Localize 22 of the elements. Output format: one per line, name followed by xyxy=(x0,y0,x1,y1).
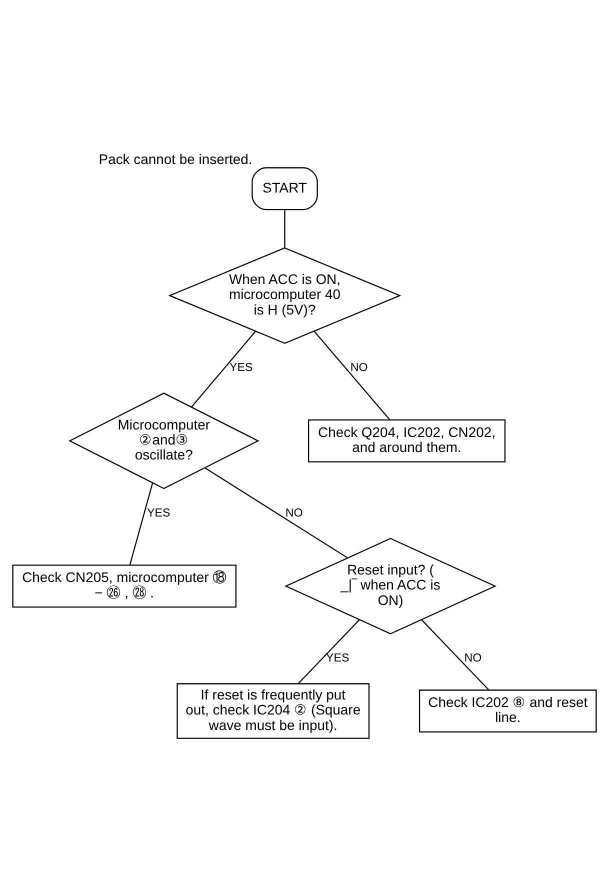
edge-label: YES xyxy=(230,360,253,374)
node-box: If reset is frequently put out, check IC204 ② (Square wave must be input). xyxy=(176,682,370,738)
connector xyxy=(298,618,360,684)
node-box: START xyxy=(252,166,318,210)
edge-label: YES xyxy=(326,651,350,664)
edge-label: NO xyxy=(350,360,368,374)
edge-label: YES xyxy=(147,506,170,519)
node-diamond: When ACC is ON, microcomputer 40 is H (5V)? xyxy=(168,246,402,344)
connector xyxy=(129,482,154,565)
node-box: Check IC202 ⑧ and reset line. xyxy=(418,689,597,732)
connector xyxy=(204,466,348,558)
connector xyxy=(191,330,256,407)
node-box: Check CN205, microcomputer ⑱ − ㉖ , ㉘ . xyxy=(12,564,237,608)
connector xyxy=(421,618,490,690)
node-diamond: Reset input? ( _|‾ when ACC is ON) xyxy=(284,537,496,634)
edge-label: NO xyxy=(285,506,303,519)
node-box: Check Q204, IC202, CN202, and around them. xyxy=(308,418,506,462)
node-label: Pack cannot be inserted. xyxy=(98,150,252,166)
edge-label: NO xyxy=(464,651,482,664)
connector xyxy=(314,330,390,420)
connector xyxy=(284,210,286,248)
node-diamond: Microcomputer ②and③ oscillate? xyxy=(68,392,260,489)
